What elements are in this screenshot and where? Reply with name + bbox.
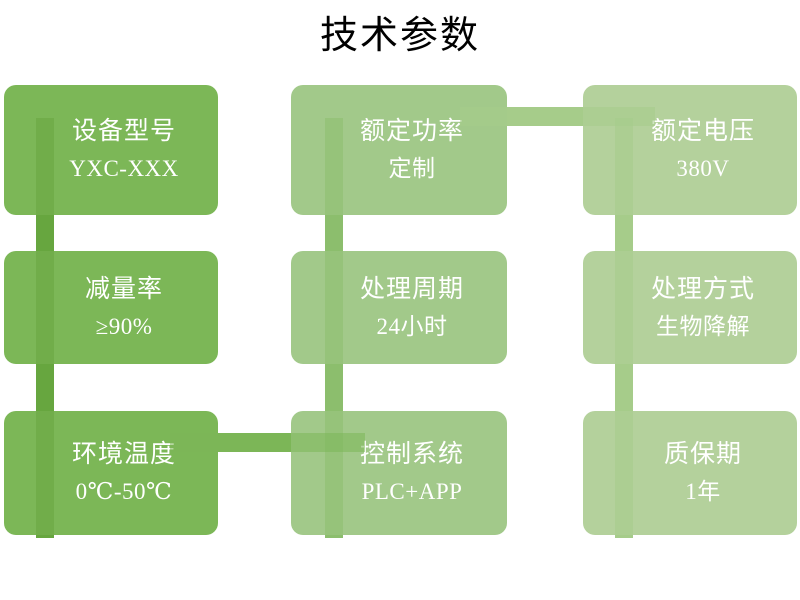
connector-col2-spine bbox=[325, 118, 343, 538]
spec-card-value: 0℃-50℃ bbox=[75, 479, 173, 504]
page-title: 技术参数 bbox=[319, 15, 480, 57]
spec-card-body: 额定电压 380V bbox=[625, 115, 755, 185]
spec-card-control-system[interactable]: 控制系统 PLC+APP bbox=[291, 411, 507, 535]
spec-card-body: 控制系统 PLC+APP bbox=[334, 438, 464, 508]
connector-col1-spine bbox=[36, 118, 54, 538]
spec-card-body: 处理周期 24小时 bbox=[334, 273, 464, 343]
spec-card-title: 环境温度 bbox=[71, 441, 176, 468]
spec-card-title: 额定功率 bbox=[359, 118, 464, 145]
spec-card-value: 24小时 bbox=[376, 313, 448, 339]
spec-card-value: 定制 bbox=[388, 156, 436, 181]
spec-card-body: 环境温度 0℃-50℃ bbox=[46, 438, 176, 508]
spec-card-value: PLC+APP bbox=[361, 479, 463, 504]
spec-card-title: 设备型号 bbox=[71, 118, 176, 145]
connector-row3-bridge-1-2 bbox=[170, 433, 365, 452]
spec-card-value: ≥90% bbox=[95, 313, 153, 339]
spec-card-title: 额定电压 bbox=[650, 118, 755, 145]
spec-card-title: 控制系统 bbox=[359, 441, 464, 468]
spec-card-rated-power[interactable]: 额定功率定制 bbox=[291, 85, 507, 215]
connector-row1-bridge-2-3 bbox=[460, 107, 655, 126]
spec-card-value: 生物降解 bbox=[655, 313, 750, 339]
spec-card-body: 处理方式生物降解 bbox=[625, 273, 755, 343]
spec-card-title: 处理周期 bbox=[359, 275, 464, 303]
spec-card-processing-cycle[interactable]: 处理周期 24小时 bbox=[291, 251, 507, 364]
spec-card-value: 380V bbox=[676, 156, 730, 181]
spec-card-value: 1年 bbox=[685, 479, 721, 504]
spec-card-title: 减量率 bbox=[84, 275, 163, 303]
connector-col3-spine bbox=[615, 118, 633, 538]
spec-card-title: 质保期 bbox=[663, 441, 742, 468]
spec-card-value: YXC-XXX bbox=[69, 156, 179, 181]
spec-card-body: 额定功率定制 bbox=[334, 115, 464, 185]
spec-card-body: 设备型号 YXC-XXX bbox=[43, 115, 179, 185]
spec-card-body: 质保期 1年 bbox=[638, 438, 742, 508]
spec-card-title: 处理方式 bbox=[650, 275, 755, 303]
spec-card-body: 减量率 ≥90% bbox=[59, 273, 163, 343]
